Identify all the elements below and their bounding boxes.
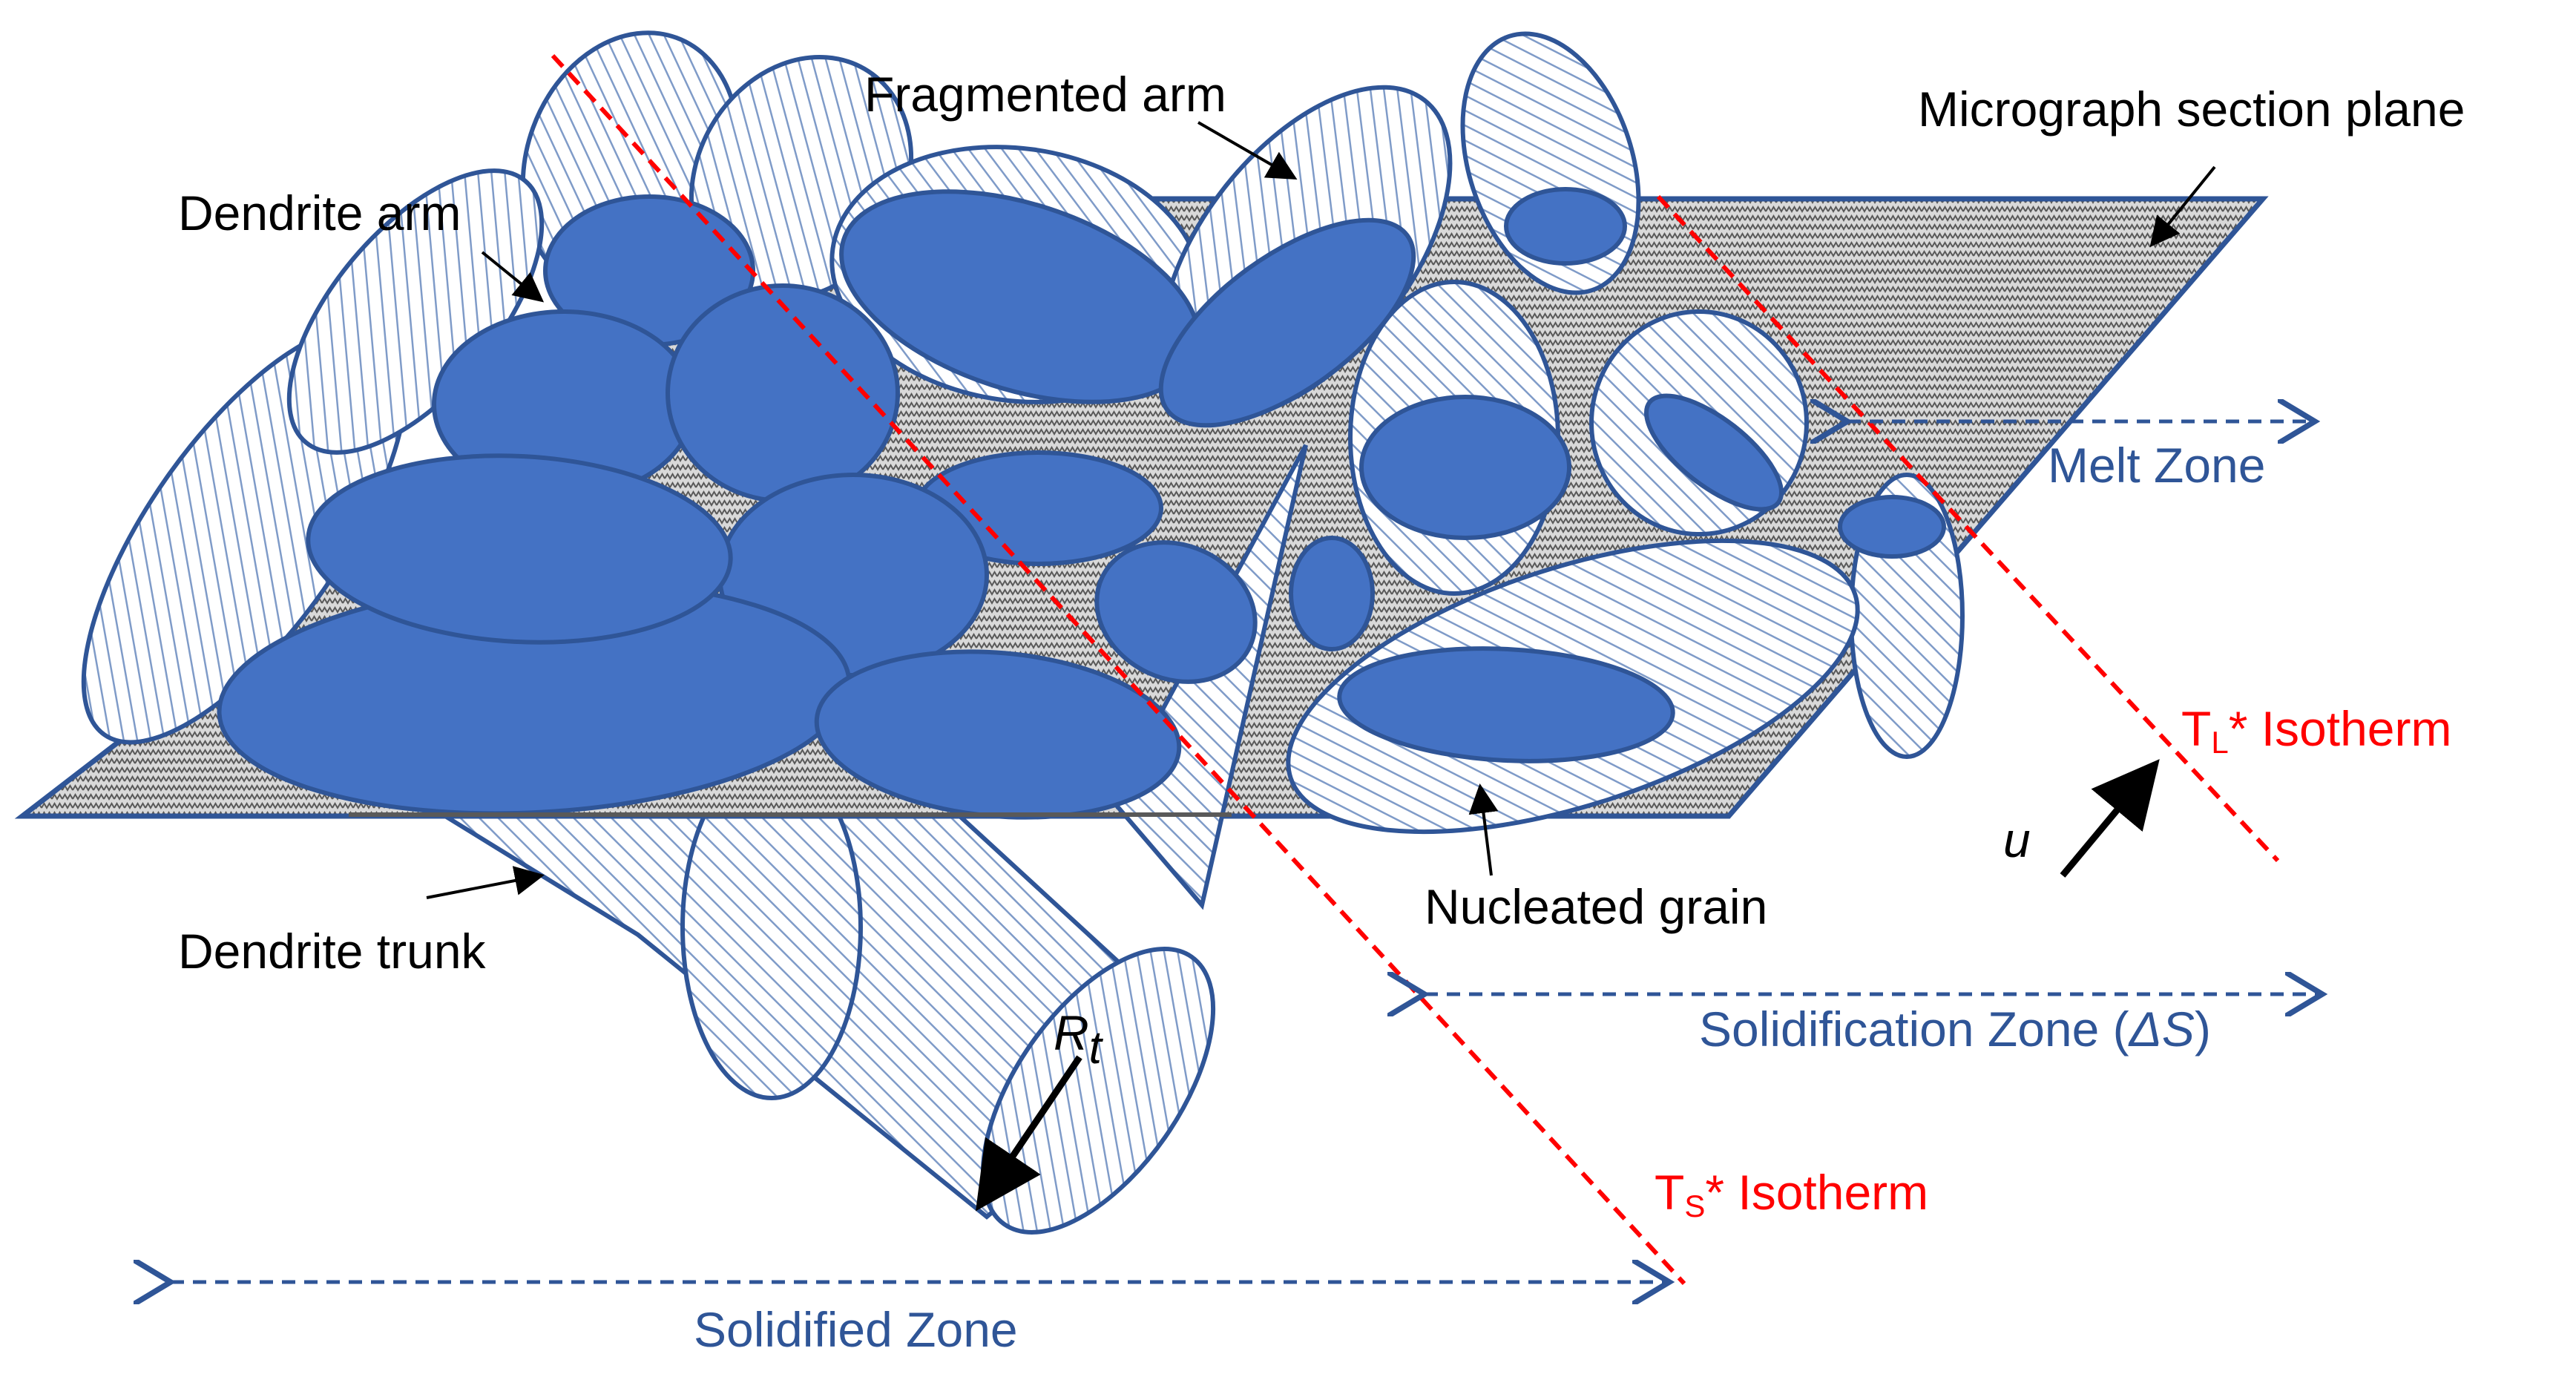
tl-isotherm-subscript: L <box>2211 725 2228 760</box>
ts-isotherm-label: TS* Isotherm <box>1655 1165 1928 1223</box>
solidification-zone-text: Solidification Zone ( <box>1699 1002 2129 1056</box>
dendrite-arm-leader <box>481 251 545 303</box>
u-velocity-arrow <box>2060 759 2160 878</box>
dendrite-trunk-leader <box>426 866 545 899</box>
micrograph-plane-leader <box>2149 165 2216 248</box>
ts-isotherm-subscript: S <box>1684 1189 1705 1223</box>
fragmented-arm-label: Fragmented arm <box>864 67 1226 122</box>
nucleated-grain-leader <box>1468 783 1499 876</box>
solidification-zone-close: ) <box>2195 1002 2211 1056</box>
rt-radius-arrow <box>975 1055 1082 1212</box>
solidification-zone-delta: ΔS <box>2128 1002 2195 1056</box>
solidified-zone-label: Solidified Zone <box>694 1302 1018 1357</box>
u-label: u <box>2003 812 2031 867</box>
tl-isotherm-symbol: T <box>2181 701 2211 756</box>
solidification-zone-label: Solidification Zone (ΔS) <box>1699 1002 2211 1056</box>
micrograph-section-plane-label: Micrograph section plane <box>1918 82 2465 137</box>
ts-isotherm-line <box>551 53 1686 1286</box>
nucleated-grain-label: Nucleated grain <box>1425 879 1767 934</box>
rt-subscript: t <box>1089 1022 1104 1074</box>
ts-isotherm-text: * Isotherm <box>1705 1165 1928 1220</box>
dendrite-trunk-label: Dendrite trunk <box>178 924 487 979</box>
dendrite-arm-label: Dendrite arm <box>178 185 461 240</box>
tl-isotherm-text: * Isotherm <box>2229 701 2452 756</box>
melt-zone-label: Melt Zone <box>2048 438 2265 493</box>
tl-isotherm-line <box>1656 194 2280 863</box>
ts-isotherm-symbol: T <box>1655 1165 1684 1220</box>
tl-isotherm-label: TL* Isotherm <box>2181 701 2451 760</box>
rt-label: Rt <box>1054 1005 1104 1074</box>
rt-symbol: R <box>1054 1005 1089 1060</box>
fragmented-arm-leader <box>1197 121 1298 180</box>
grain-sections <box>217 187 1946 820</box>
